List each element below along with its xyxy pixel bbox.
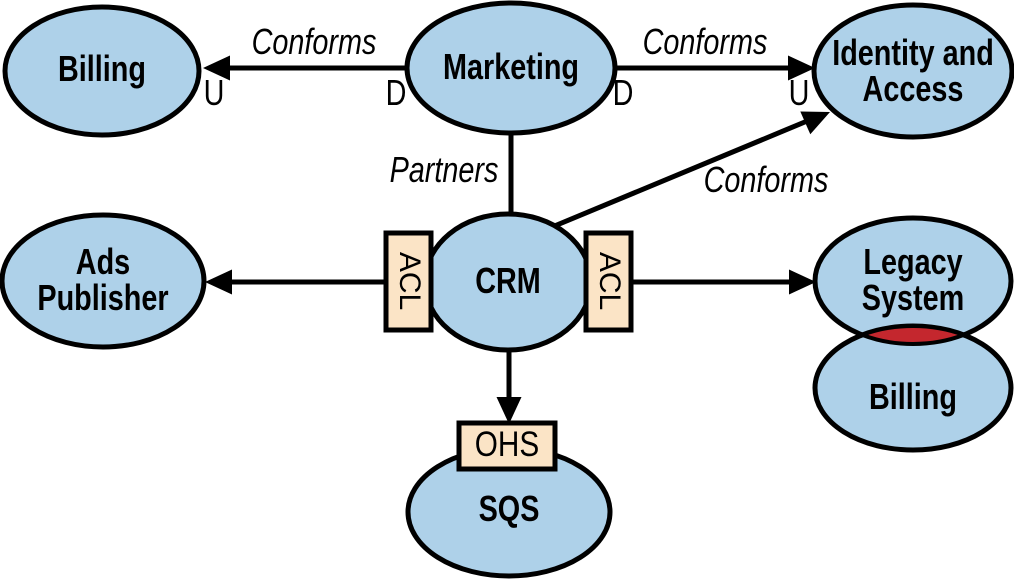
arrowhead-into-legacy-system bbox=[789, 269, 816, 295]
arrowhead-into-billing-top-left bbox=[203, 55, 230, 81]
connectors bbox=[203, 55, 830, 424]
edge-label-conforms-crm-identity: Conforms bbox=[703, 159, 829, 200]
node-label-billing-top-left: Billing bbox=[58, 48, 146, 89]
node-label-line: Publisher bbox=[37, 277, 169, 318]
acl-badge-label-left: ACL bbox=[393, 251, 426, 311]
node-label-sqs: SQS bbox=[478, 488, 540, 529]
integration-badges bbox=[383, 230, 634, 472]
acl-badge-label-right: ACL bbox=[593, 251, 626, 311]
acl-badge-right-shape bbox=[583, 230, 634, 333]
edge-conforms-crm-to-identity bbox=[539, 116, 813, 235]
edge-label-conforms-marketing-billing: Conforms bbox=[251, 21, 377, 62]
role-marker-downstream-marketing-left: D bbox=[385, 72, 407, 113]
node-label-line: Ads bbox=[75, 241, 131, 282]
role-marker-upstream-billing: U bbox=[203, 72, 225, 113]
ohs-badge-shape bbox=[456, 420, 558, 472]
role-marker-downstream-marketing-right: D bbox=[612, 72, 634, 113]
role-marker-upstream-identity: U bbox=[788, 72, 810, 113]
acl-badge-left-shape bbox=[383, 230, 434, 333]
node-identity-access-shape bbox=[811, 2, 1014, 140]
node-label-ads-publisher: Ads Publisher bbox=[37, 244, 168, 316]
edge-label-partners-marketing-crm: Partners bbox=[389, 149, 499, 190]
arrowhead-into-identity-access-bottom bbox=[800, 111, 830, 135]
overlap-conflict-region bbox=[856, 324, 970, 346]
node-ads-publisher-shape bbox=[0, 212, 207, 350]
node-marketing-shape bbox=[404, 0, 618, 136]
node-label-line: Legacy bbox=[863, 241, 963, 282]
edge-label-conforms-marketing-identity: Conforms bbox=[642, 21, 768, 62]
node-label-line: Access bbox=[862, 68, 964, 109]
ohs-badge-label: OHS bbox=[474, 425, 540, 464]
node-label-billing-bottom-right: Billing bbox=[869, 376, 957, 417]
node-label-legacy-system: Legacy System bbox=[862, 244, 964, 316]
arrowhead-into-ohs-sqs bbox=[496, 397, 522, 424]
node-label-identity-access: Identity and Access bbox=[832, 35, 994, 107]
arrowhead-into-identity-access-left bbox=[788, 55, 815, 81]
arrowhead-into-ads-publisher bbox=[205, 269, 232, 295]
node-billing-top-left-shape bbox=[2, 4, 202, 138]
node-label-line: System bbox=[861, 277, 965, 318]
node-label-line: Identity and bbox=[832, 32, 994, 73]
node-label-marketing: Marketing bbox=[442, 46, 580, 87]
node-label-crm: CRM bbox=[475, 260, 541, 301]
